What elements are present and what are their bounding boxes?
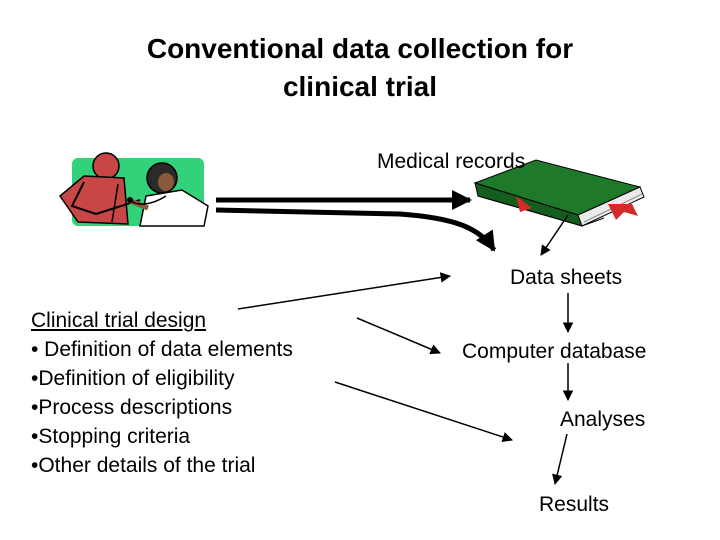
arrow-design-to-database — [356, 317, 441, 355]
design-bullet-item: •Process descriptions — [31, 396, 233, 419]
design-bullet-item: •Definition of eligibility — [31, 367, 235, 390]
design-bullet-item: • Definition of data elements — [31, 338, 293, 361]
data-sheets-label: Data sheets — [510, 266, 623, 289]
slide-title: Conventional data collection for clinica… — [0, 30, 720, 106]
design-bullet-item: •Other details of the trial — [31, 454, 256, 477]
design-bullet-item: •Stopping criteria — [31, 425, 191, 448]
arrow-records-to-datasheets — [540, 214, 569, 256]
title-line-2: clinical trial — [282, 71, 438, 102]
patient-figure — [127, 162, 209, 227]
doctor-figure — [58, 152, 141, 225]
clinical-trial-design-block: Clinical trial design • Definition of da… — [31, 306, 293, 480]
computer-database-label: Computer database — [462, 340, 647, 363]
analyses-label: Analyses — [560, 408, 646, 431]
design-heading: Clinical trial design — [31, 309, 207, 332]
arrow-analyses-to-results — [552, 433, 568, 486]
arrow-to-data-sheets-curved — [215, 207, 497, 252]
arrow-design-to-analyses — [334, 381, 513, 443]
results-label: Results — [539, 493, 610, 516]
arrow-design-to-datasheets — [237, 272, 452, 310]
doctor-patient-illustration — [58, 152, 209, 227]
medical-records-book-icon — [473, 159, 645, 227]
title-line-1: Conventional data collection for — [146, 33, 574, 64]
medical-records-label: Medical records — [377, 150, 526, 173]
design-bullet-list: • Definition of data elements •Definitio… — [31, 335, 293, 480]
